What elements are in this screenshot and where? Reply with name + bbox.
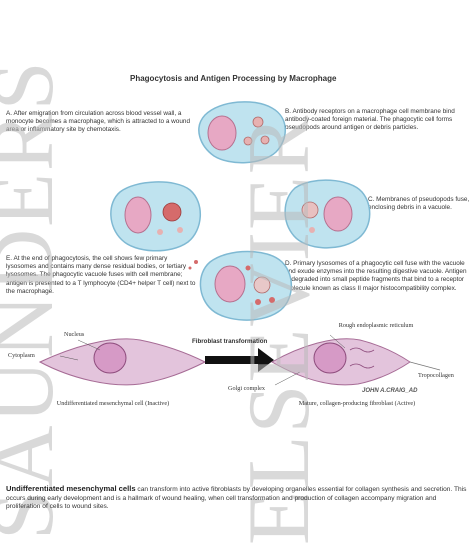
macrophage-cell-d <box>199 250 293 321</box>
label-nucleus: Nucleus <box>64 331 85 338</box>
label-rer: Rough endoplasmic reticulum <box>338 322 414 329</box>
diagram-title: Phagocytosis and Antigen Processing by M… <box>130 74 337 83</box>
macrophage-cell-c <box>284 179 371 249</box>
debris-dot <box>188 266 192 270</box>
caption-bold: Undifferentiated mesenchymal cells <box>6 484 136 493</box>
mesenchymal-cell <box>38 338 207 386</box>
label-transformation: Fibroblast transformation <box>192 338 268 345</box>
step-a-text: A. After emigration from circulation acr… <box>6 110 191 134</box>
step-b-text: B. Antibody receptors on a macrophage ce… <box>285 108 455 132</box>
label-tropocollagen: Tropocollagen <box>418 372 454 379</box>
artist-signature: JOHN A.CRAIG_AD <box>362 388 418 394</box>
macrophage-cell-a <box>110 181 202 252</box>
label-cytoplasm: Cytoplasm <box>8 352 35 359</box>
step-d-text: D. Primary lysosomes of a phagocytic cel… <box>285 260 467 292</box>
step-e-text: E. At the end of phagocytosis, the cell … <box>6 255 196 295</box>
label-right-cell: Mature, collagen-producing fibroblast (A… <box>298 400 416 407</box>
debris-dot <box>194 260 198 264</box>
caption-text: can transform into active fibroblasts by… <box>6 486 467 511</box>
transformation-arrow <box>205 348 274 372</box>
label-golgi: Golgi complex <box>228 385 265 392</box>
tropocollagen-line <box>409 361 441 371</box>
watermark-left: SAUNDERS <box>0 59 72 540</box>
label-left-cell: Undifferentiated mesenchymal cell (Inact… <box>56 400 170 407</box>
step-c-text: C. Membranes of pseudopods fuse, enclosi… <box>368 196 470 212</box>
watermark-right: ELSEVIER <box>231 113 328 545</box>
macrophage-cell-b <box>198 101 286 164</box>
caption: Undifferentiated mesenchymal cells can t… <box>6 484 472 512</box>
